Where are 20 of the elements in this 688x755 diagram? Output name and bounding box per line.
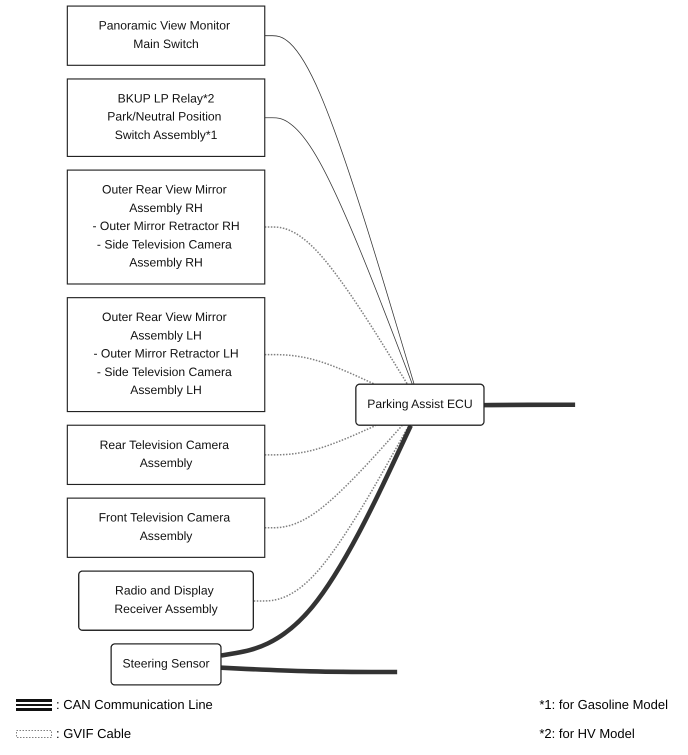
connector (484, 402, 576, 408)
node-box: Outer Rear View Mirror Assembly RH - Outer Mirror Retractor RH - Side Television Camera Assembly RH (66, 170, 266, 285)
connector (264, 117, 413, 385)
node-box: Front Television Camera Assembly (66, 498, 266, 558)
footnote: *2: for HV Model (539, 726, 636, 741)
connector (264, 425, 403, 528)
node-box: Panoramic View Monitor Main Switch (66, 6, 266, 66)
node-box: Rear Television Camera Assembly (66, 424, 266, 486)
connector (264, 226, 408, 385)
footnote: *1: for Gasoline Model (539, 697, 668, 712)
connector (264, 35, 415, 385)
connector (264, 424, 376, 456)
legend-text: : CAN Communication Line (56, 697, 213, 712)
node-box: Outer Rear View Mirror Assembly LH - Outer Mirror Retractor LH - Side Television Camera Assembly LH (66, 297, 266, 412)
connector (254, 425, 410, 602)
connector (221, 665, 398, 674)
legend-text: : GVIF Cable (56, 726, 132, 741)
node-box: BKUP LP Relay*2 Park/Neutral Position Switch Assembly*1 (66, 78, 266, 157)
connector (220, 424, 413, 658)
connector (264, 354, 376, 386)
